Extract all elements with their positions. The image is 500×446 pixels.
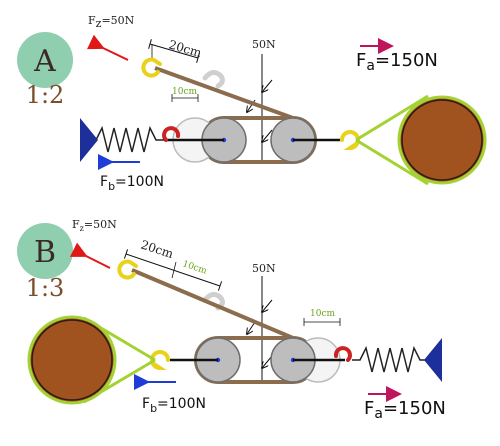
panel-a-hook-right xyxy=(340,130,360,151)
panel-b-force-arrow-2 xyxy=(262,355,273,368)
panel-b-fz-label: Fz=50N xyxy=(72,218,117,233)
panel-a-spring xyxy=(95,125,164,153)
panel-a-dim-long: 20cm xyxy=(167,37,204,60)
panel-a-strap xyxy=(355,94,429,186)
panel-b-ratio: 1:3 xyxy=(26,274,65,302)
panel-a-ratio: 1:2 xyxy=(26,81,65,109)
panel-b-dim-mid xyxy=(171,261,177,279)
panel-a-hook-red xyxy=(162,126,181,142)
panel-a-drum-inner xyxy=(401,99,483,181)
panel-b-badge-label: B xyxy=(34,235,56,270)
panel-b-hook-top xyxy=(117,259,138,280)
panel-a: A 1:2 Fz=50N 20cm 50N 10cm xyxy=(17,14,487,193)
panel-b-spring xyxy=(352,345,426,373)
panel-a-fa-label: Fa=150N xyxy=(356,50,438,74)
panel-b-fb-label: Fb=100N xyxy=(142,396,206,415)
panel-b-hook-red xyxy=(333,346,352,362)
panel-a-fb-label: Fb=100N xyxy=(100,174,164,193)
panel-b-fz-arrow xyxy=(69,242,111,269)
panel-b-dim-line xyxy=(123,249,223,291)
panel-b-force-arrow-3 xyxy=(247,321,256,334)
panel-a-dim-short: 10cm xyxy=(172,87,197,97)
panel-b-dim-short-right: 10cm xyxy=(310,309,335,319)
panel-a-rope-top xyxy=(154,66,294,120)
panel-b-dim-long: 20cm xyxy=(139,238,176,262)
panel-b-rope-top xyxy=(131,268,294,340)
panel-a-ghost-hook xyxy=(202,70,225,89)
panel-b-force-arrow-1 xyxy=(262,299,273,312)
panel-b-drum xyxy=(27,315,117,405)
panel-b-hook-left xyxy=(150,350,170,371)
panel-b-rope-force: 50N xyxy=(252,262,276,275)
panel-a-force-arrow-2 xyxy=(262,129,273,142)
panel-a-dim-line xyxy=(148,39,200,63)
panel-a-force-arrow-1 xyxy=(262,79,273,92)
panel-b-drum-inner xyxy=(31,319,113,401)
panel-b-anchor xyxy=(424,338,442,382)
panel-a-badge xyxy=(17,32,73,88)
panel-a-fz-label: Fz=50N xyxy=(88,14,135,30)
panel-b: B 1:3 Fz=50N 20cm 10cm 50N 10cm xyxy=(17,218,446,422)
panel-a-anchor xyxy=(80,118,98,162)
panel-a-fz-arrow xyxy=(86,34,129,61)
panel-a-hook-top xyxy=(141,57,162,78)
panel-a-badge-label: A xyxy=(33,44,56,79)
panel-a-rope-force: 50N xyxy=(252,38,276,51)
panel-a-drum xyxy=(397,95,487,185)
panel-b-fa-label: Fa=150N xyxy=(364,398,446,422)
panel-b-badge xyxy=(17,223,73,279)
